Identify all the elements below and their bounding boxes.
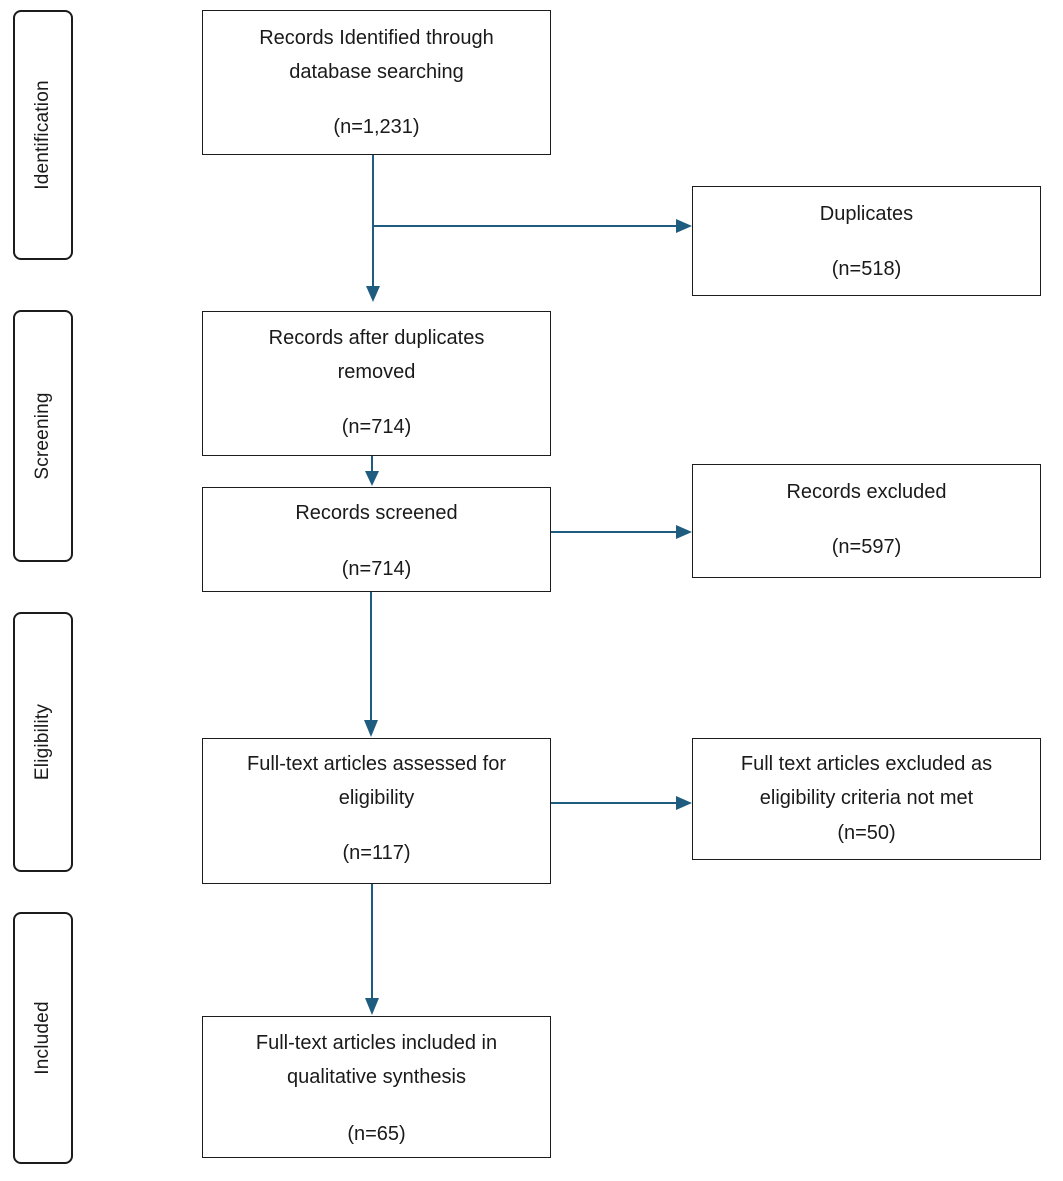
box-count-fulltext-excluded: (n=50) [837,822,896,844]
box-title-records-excluded: Records excluded [786,481,947,503]
stage-included: Included [13,912,73,1164]
box-fulltext-included: Full-text articles included in qualitati… [202,1016,551,1158]
box-duplicates: Duplicates (n=518) [692,186,1041,296]
box-title-fulltext-excluded: Full text articles excluded as eligibili… [740,753,993,809]
box-count-records-screened: (n=714) [341,558,412,580]
box-records-excluded: Records excluded (n=597) [692,464,1041,578]
box-records-identified: Records Identified through database sear… [202,10,551,155]
box-count-fulltext-assessed: (n=117) [342,842,411,864]
box-title-fulltext-assessed: Full-text articles assessed for eligibil… [247,753,506,809]
box-title-records-identified: Records Identified through database sear… [259,27,494,83]
arrow-to-records-excluded [551,525,692,539]
box-fulltext-assessed: Full-text articles assessed for eligibil… [202,738,551,884]
box-fulltext-excluded: Full text articles excluded as eligibili… [692,738,1041,860]
box-records-screened: Records screened (n=714) [202,487,551,592]
arrow-screened-to-assessed [364,592,378,737]
arrow-to-fulltext-excluded [551,796,692,810]
stage-screening: Screening [13,310,73,562]
box-count-duplicates: (n=518) [831,258,902,280]
arrow-after-duplicates-to-screened [365,456,379,486]
stage-identification: Identification [13,10,73,260]
box-count-records-after-duplicates: (n=714) [341,416,412,438]
box-records-after-duplicates: Records after duplicates removed (n=714) [202,311,551,456]
box-count-records-identified: (n=1,231) [333,116,420,138]
arrow-identified-to-after-duplicates [366,155,380,302]
box-count-records-excluded: (n=597) [831,536,902,558]
stage-eligibility: Eligibility [13,612,73,872]
box-title-duplicates: Duplicates [819,203,914,225]
box-count-fulltext-included: (n=65) [347,1123,406,1145]
box-title-records-after-duplicates: Records after duplicates removed [268,327,485,383]
box-title-fulltext-included: Full-text articles included in qualitati… [255,1032,498,1088]
arrow-assessed-to-included [365,884,379,1015]
box-title-records-screened: Records screened [295,502,458,524]
arrow-to-duplicates [373,219,692,233]
